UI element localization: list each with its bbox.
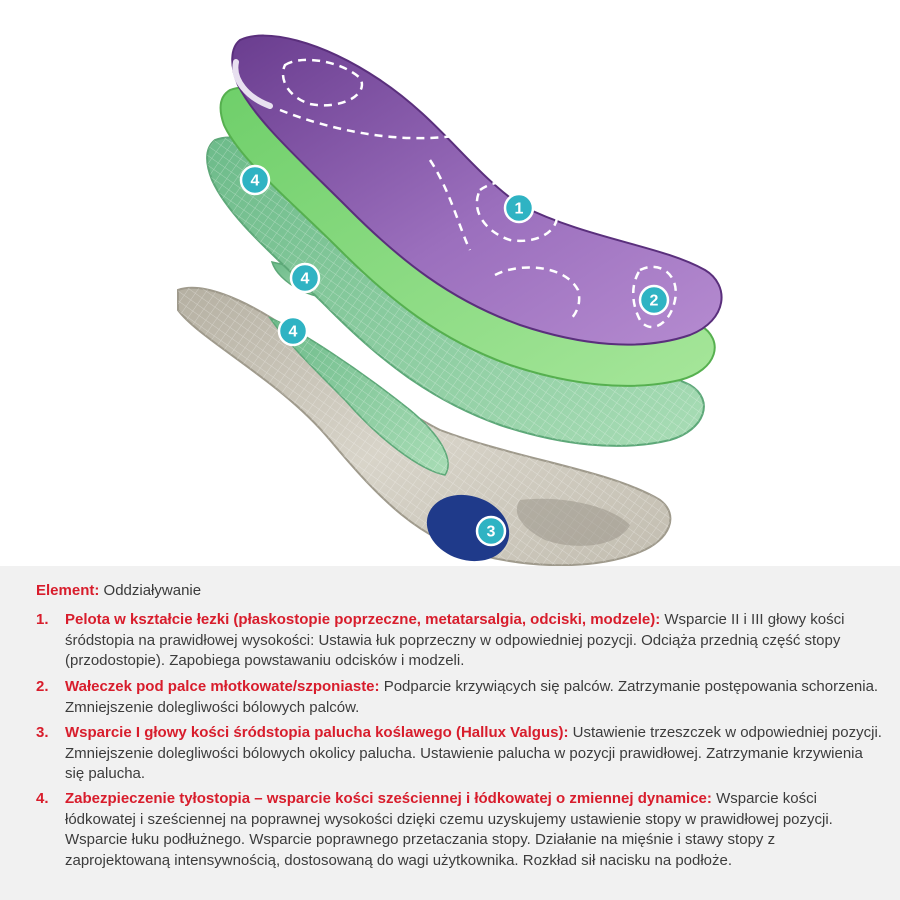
- marker-1: 1: [503, 192, 535, 224]
- insole-layers-illustration: 1 2 3 4 4 4: [177, 34, 723, 566]
- marker-4-bottom: 4: [277, 315, 309, 347]
- legend-item-1-number: 1.: [36, 611, 49, 628]
- legend-item-2-text: Podparcie krzywiących się palców. Zatrzy…: [65, 678, 879, 716]
- marker-3: 3: [475, 515, 507, 547]
- legend-item-1-text: Wsparcie II i III głowy kości śródstopia…: [65, 611, 845, 669]
- legend-item-3-title: Wsparcie I głowy kości śródstopia paluch…: [65, 724, 569, 741]
- legend-item-1-title: Pelota w kształcie łezki (płaskostopie p…: [65, 611, 661, 628]
- legend-item-1: 1. Pelota w kształcie łezki (płaskostopi…: [36, 610, 882, 672]
- legend-item-3-number: 3.: [36, 724, 49, 741]
- legend-header: Element: Oddziaływanie: [36, 582, 201, 599]
- legend-item-4-text: Wsparcie kości łódkowatej i sześciennej …: [65, 790, 833, 869]
- marker-4-middle: 4: [289, 262, 321, 294]
- insole-top-layer: [231, 34, 723, 346]
- legend-item-2: 2. Wałeczek pod palce młotkowate/szponia…: [36, 677, 882, 718]
- legend-item-2-number: 2.: [36, 678, 49, 695]
- marker-4-top-label: 4: [251, 173, 260, 190]
- legend-header-label: Element:: [36, 582, 100, 599]
- legend-item-2-title: Wałeczek pod palce młotkowate/szponiaste…: [65, 678, 380, 695]
- legend-panel: Element: Oddziaływanie 1. Pelota w kszta…: [0, 566, 900, 900]
- marker-2-label: 2: [650, 293, 659, 310]
- insole-diagram: 1 2 3 4 4 4: [177, 34, 723, 566]
- legend-item-4-number: 4.: [36, 790, 49, 807]
- legend-item-4: 4. Zabezpieczenie tyłostopia – wsparcie …: [36, 789, 882, 871]
- marker-4-middle-label: 4: [301, 271, 310, 288]
- marker-4-bottom-label: 4: [289, 324, 298, 341]
- legend-item-4-title: Zabezpieczenie tyłostopia – wsparcie koś…: [65, 790, 712, 807]
- legend-item-3: 3. Wsparcie I głowy kości śródstopia pal…: [36, 723, 882, 785]
- legend-header-value: Oddziaływanie: [103, 582, 202, 599]
- legend-item-3-text: Ustawienie trzeszczek w odpowiedniej poz…: [65, 724, 882, 782]
- marker-2: 2: [638, 284, 670, 316]
- marker-1-label: 1: [515, 201, 524, 218]
- marker-4-top: 4: [239, 164, 271, 196]
- marker-3-label: 3: [487, 524, 496, 541]
